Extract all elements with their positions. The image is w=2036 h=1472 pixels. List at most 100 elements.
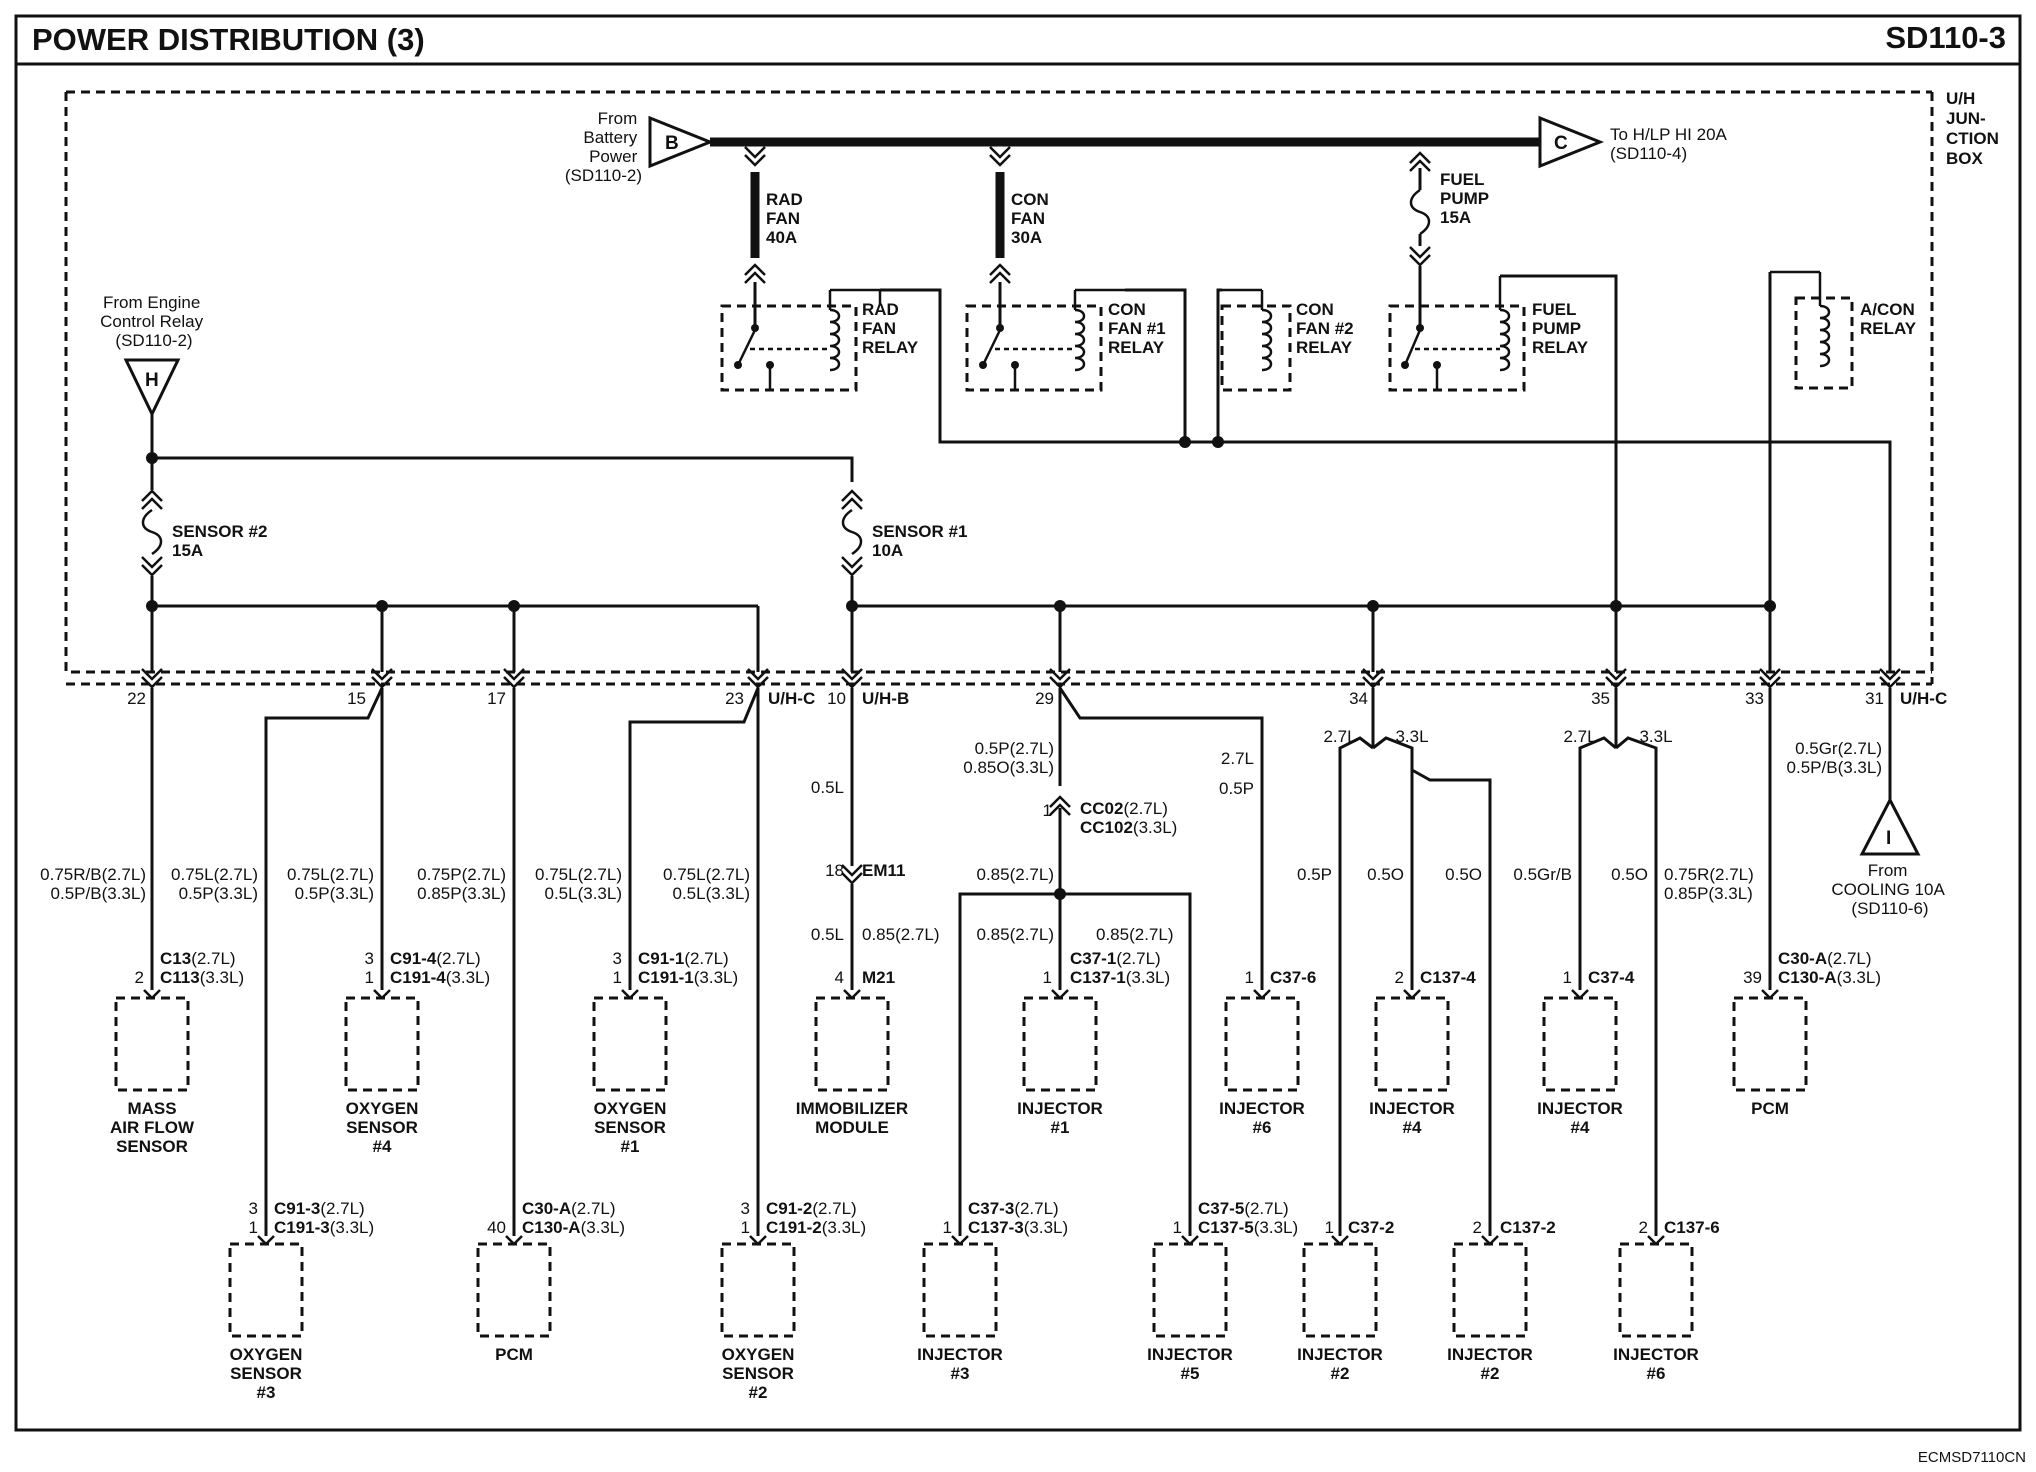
svg-text:0.5O: 0.5O: [1611, 865, 1648, 884]
svg-text:18: 18: [825, 861, 844, 880]
component-inj2a: INJECTOR#2: [1297, 1235, 1383, 1383]
svg-text:C37-6: C37-6: [1270, 968, 1316, 987]
svg-text:U/H-C: U/H-C: [768, 689, 815, 708]
component-inj3: INJECTOR#3: [917, 1235, 1003, 1383]
svg-text:U/H-B: U/H-B: [862, 689, 909, 708]
source-i: I From COOLING 10A (SD110-6): [1831, 796, 1948, 918]
svg-text:34: 34: [1349, 689, 1368, 708]
source-c: C To H/LP HI 20A (SD110-4): [1538, 115, 1731, 169]
svg-text:2.7L: 2.7L: [1563, 727, 1596, 746]
source-h: From Engine Control Relay (SD110-2) H: [100, 293, 208, 418]
svg-text:0.85(2.7L): 0.85(2.7L): [977, 865, 1055, 884]
svg-text:31: 31: [365, 949, 374, 987]
relay-common-wiring: [880, 272, 1892, 672]
svg-text:EM11: EM11: [862, 861, 905, 880]
component-label-inj2b: INJECTOR#2: [1447, 1345, 1533, 1383]
svg-text:C37-2: C37-2: [1348, 1218, 1394, 1237]
page-frame: [14, 14, 2022, 1432]
svg-text:23: 23: [725, 689, 744, 708]
svg-text:31: 31: [249, 1199, 258, 1237]
source-h-label: From Engine Control Relay (SD110-2): [100, 293, 208, 350]
svg-text:C91-3(2.7L)C191-3(3.3L): C91-3(2.7L)C191-3(3.3L): [274, 1199, 374, 1237]
svg-text:2: 2: [1473, 1218, 1482, 1237]
svg-text:0.75L(2.7L)0.5P(3.3L): 0.75L(2.7L)0.5P(3.3L): [171, 865, 258, 903]
source-b-letter: B: [665, 133, 679, 154]
svg-text:M21: M21: [862, 968, 895, 987]
component-label-inj6a: INJECTOR#6: [1219, 1099, 1305, 1137]
svg-text:39: 39: [1743, 968, 1762, 987]
svg-text:2.7L0.5P: 2.7L0.5P: [1219, 749, 1254, 798]
svg-text:0.75L(2.7L)0.5L(3.3L): 0.75L(2.7L)0.5L(3.3L): [663, 865, 750, 903]
svg-text:35: 35: [1591, 689, 1610, 708]
svg-text:C13(2.7L)C113(3.3L): C13(2.7L)C113(3.3L): [160, 949, 244, 987]
svg-text:0.75L(2.7L)0.5L(3.3L): 0.75L(2.7L)0.5L(3.3L): [535, 865, 622, 903]
component-pcm_a: PCM: [1732, 989, 1808, 1118]
svg-text:2.7L: 2.7L: [1323, 727, 1356, 746]
svg-text:29: 29: [1035, 689, 1054, 708]
page-code: SD110-3: [1885, 20, 2006, 55]
svg-text:0.75L(2.7L)0.5P(3.3L): 0.75L(2.7L)0.5P(3.3L): [287, 865, 374, 903]
svg-text:22: 22: [127, 689, 146, 708]
component-inj6b: INJECTOR#6: [1613, 1235, 1699, 1383]
svg-text:4: 4: [835, 968, 844, 987]
component-label-inj4b: INJECTOR#4: [1537, 1099, 1623, 1137]
svg-text:0.85(2.7L): 0.85(2.7L): [1096, 925, 1174, 944]
svg-text:2: 2: [1639, 1218, 1648, 1237]
svg-text:31: 31: [741, 1199, 750, 1237]
svg-text:3.3L: 3.3L: [1639, 727, 1672, 746]
svg-text:1: 1: [943, 1218, 952, 1237]
svg-text:0.5Gr(2.7L)0.5P/B(3.3L): 0.5Gr(2.7L)0.5P/B(3.3L): [1787, 739, 1882, 777]
component-label-inj4a: INJECTOR#4: [1369, 1099, 1455, 1137]
svg-text:0.75P(2.7L)0.85P(3.3L): 0.75P(2.7L)0.85P(3.3L): [417, 865, 506, 903]
component-pcm_b: PCM: [476, 1235, 552, 1364]
source-i-label: From COOLING 10A (SD110-6): [1831, 861, 1948, 918]
svg-text:0.5P(2.7L)0.85O(3.3L): 0.5P(2.7L)0.85O(3.3L): [963, 739, 1054, 777]
svg-text:17: 17: [487, 689, 506, 708]
sensor-bus: [146, 600, 1776, 672]
component-inj4a: INJECTOR#4: [1369, 989, 1455, 1137]
source-b-label: From Battery Power (SD110-2): [565, 109, 642, 185]
svg-text:1: 1: [1245, 968, 1254, 987]
svg-text:C30-A(2.7L)C130-A(3.3L): C30-A(2.7L)C130-A(3.3L): [522, 1199, 625, 1237]
svg-text:0.75R/B(2.7L)0.5P/B(3.3L): 0.75R/B(2.7L)0.5P/B(3.3L): [40, 865, 146, 903]
svg-text:0.85(2.7L): 0.85(2.7L): [977, 925, 1055, 944]
source-c-label: To H/LP HI 20A (SD110-4): [1610, 125, 1731, 163]
component-label-inj3: INJECTOR#3: [917, 1345, 1003, 1383]
svg-text:0.5O: 0.5O: [1445, 865, 1482, 884]
svg-text:0.85(2.7L): 0.85(2.7L): [862, 925, 940, 944]
svg-text:0.5L: 0.5L: [811, 778, 844, 797]
svg-text:C137-4: C137-4: [1420, 968, 1476, 987]
component-inj5: INJECTOR#5: [1147, 1235, 1233, 1383]
svg-text:15: 15: [347, 689, 366, 708]
footer-code: ECMSD7110CN: [1918, 1449, 2026, 1466]
svg-text:1: 1: [1043, 968, 1052, 987]
svg-text:1: 1: [1173, 1218, 1182, 1237]
svg-text:1: 1: [1043, 801, 1052, 820]
component-inj1: INJECTOR#1: [1017, 989, 1103, 1137]
svg-text:C137-2: C137-2: [1500, 1218, 1556, 1237]
svg-text:C30-A(2.7L)C130-A(3.3L): C30-A(2.7L)C130-A(3.3L): [1778, 949, 1881, 987]
svg-text:2: 2: [135, 968, 144, 987]
junction-box: U/H JUN- CTION BOX: [64, 89, 1999, 686]
svg-text:C37-4: C37-4: [1588, 968, 1635, 987]
svg-text:1: 1: [1563, 968, 1572, 987]
